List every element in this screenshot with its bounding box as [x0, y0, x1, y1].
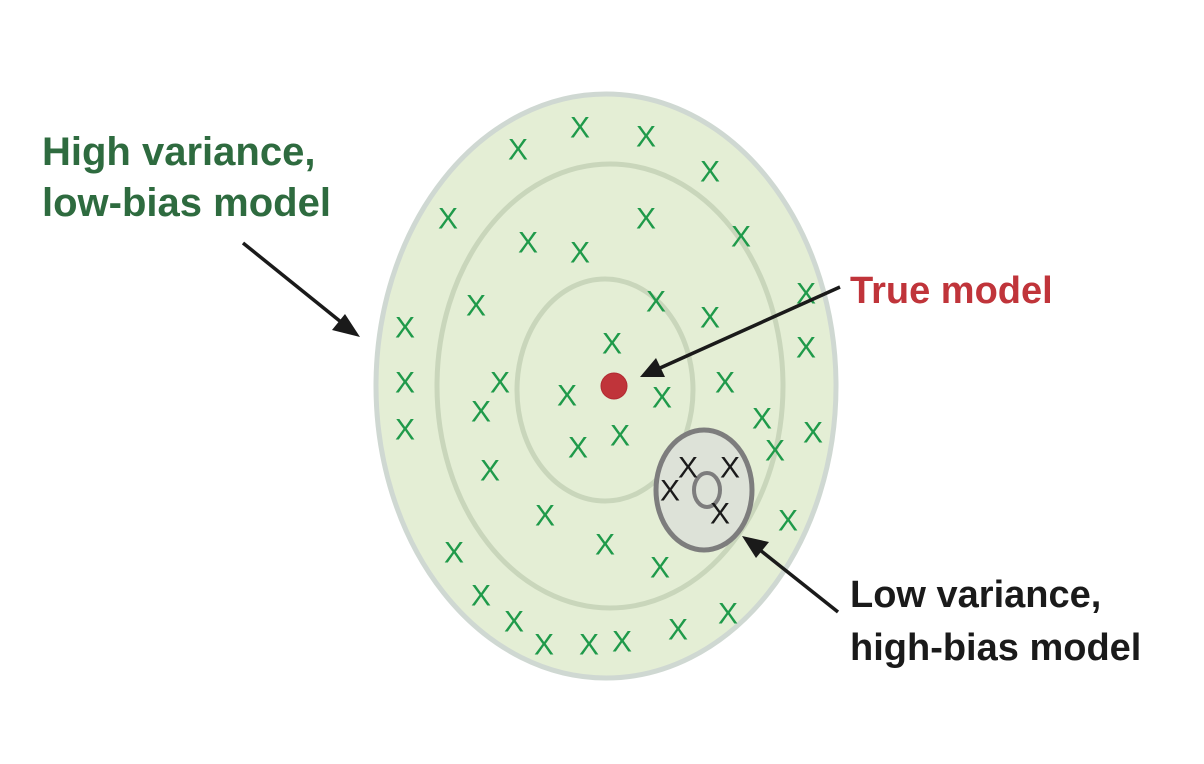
estimate-mark: X [490, 367, 510, 400]
true-model-dot [600, 372, 628, 400]
true-model-label: True model [850, 270, 1053, 312]
estimate-mark: X [471, 396, 491, 429]
estimate-mark: X [700, 302, 720, 335]
estimate-mark: X [557, 380, 577, 413]
arrow-true-model [640, 285, 841, 377]
estimate-mark: X [668, 614, 688, 647]
estimate-mark: X [803, 417, 823, 450]
estimate-mark: X [796, 332, 816, 365]
estimate-mark: X [504, 606, 524, 639]
estimate-mark: X [534, 629, 554, 662]
low-variance-label-line2: high-bias model [850, 627, 1141, 669]
biased-estimate-mark: X [720, 452, 740, 485]
estimate-mark: X [570, 237, 590, 270]
estimate-mark: X [752, 403, 772, 436]
estimate-mark: X [796, 278, 816, 311]
estimate-mark: X [718, 598, 738, 631]
estimate-mark: X [652, 382, 672, 415]
estimate-mark: X [466, 290, 486, 323]
high-bias-cluster [653, 427, 755, 553]
low-variance-label-line1: Low variance, [850, 574, 1101, 616]
estimate-mark: X [650, 552, 670, 585]
estimate-mark: X [568, 432, 588, 465]
estimate-mark: X [579, 629, 599, 662]
estimate-mark: X [395, 312, 415, 345]
estimate-mark: X [715, 367, 735, 400]
estimate-mark: X [471, 580, 491, 613]
estimate-mark: X [480, 455, 500, 488]
high-variance-label-line2: low-bias model [42, 181, 331, 225]
estimate-mark: X [570, 112, 590, 145]
estimate-mark: X [444, 537, 464, 570]
biased-estimate-mark: X [660, 475, 680, 508]
biased-estimate-mark: X [710, 498, 730, 531]
estimate-mark: X [612, 626, 632, 659]
biased-estimate-mark: X [678, 452, 698, 485]
estimate-mark: X [646, 286, 666, 319]
estimate-mark: X [636, 121, 656, 154]
estimate-mark: X [731, 221, 751, 254]
estimate-mark: X [395, 367, 415, 400]
estimate-mark: X [518, 227, 538, 260]
estimate-mark: X [395, 414, 415, 447]
estimate-mark: X [602, 328, 622, 361]
high-variance-label-line1: High variance, [42, 130, 315, 174]
estimate-mark: X [595, 529, 615, 562]
target-inner-ring [514, 276, 696, 504]
arrow-high-variance [241, 241, 360, 337]
target-middle-ring [434, 161, 786, 611]
estimate-mark: X [636, 203, 656, 236]
estimate-mark: X [508, 134, 528, 167]
estimate-mark: X [765, 435, 785, 468]
estimate-mark: X [778, 505, 798, 538]
estimate-mark: X [700, 156, 720, 189]
estimate-mark: X [438, 203, 458, 236]
estimate-mark: X [535, 500, 555, 533]
estimate-mark: X [610, 420, 630, 453]
arrow-low-variance [742, 536, 840, 614]
high-bias-cluster-center [692, 471, 722, 509]
